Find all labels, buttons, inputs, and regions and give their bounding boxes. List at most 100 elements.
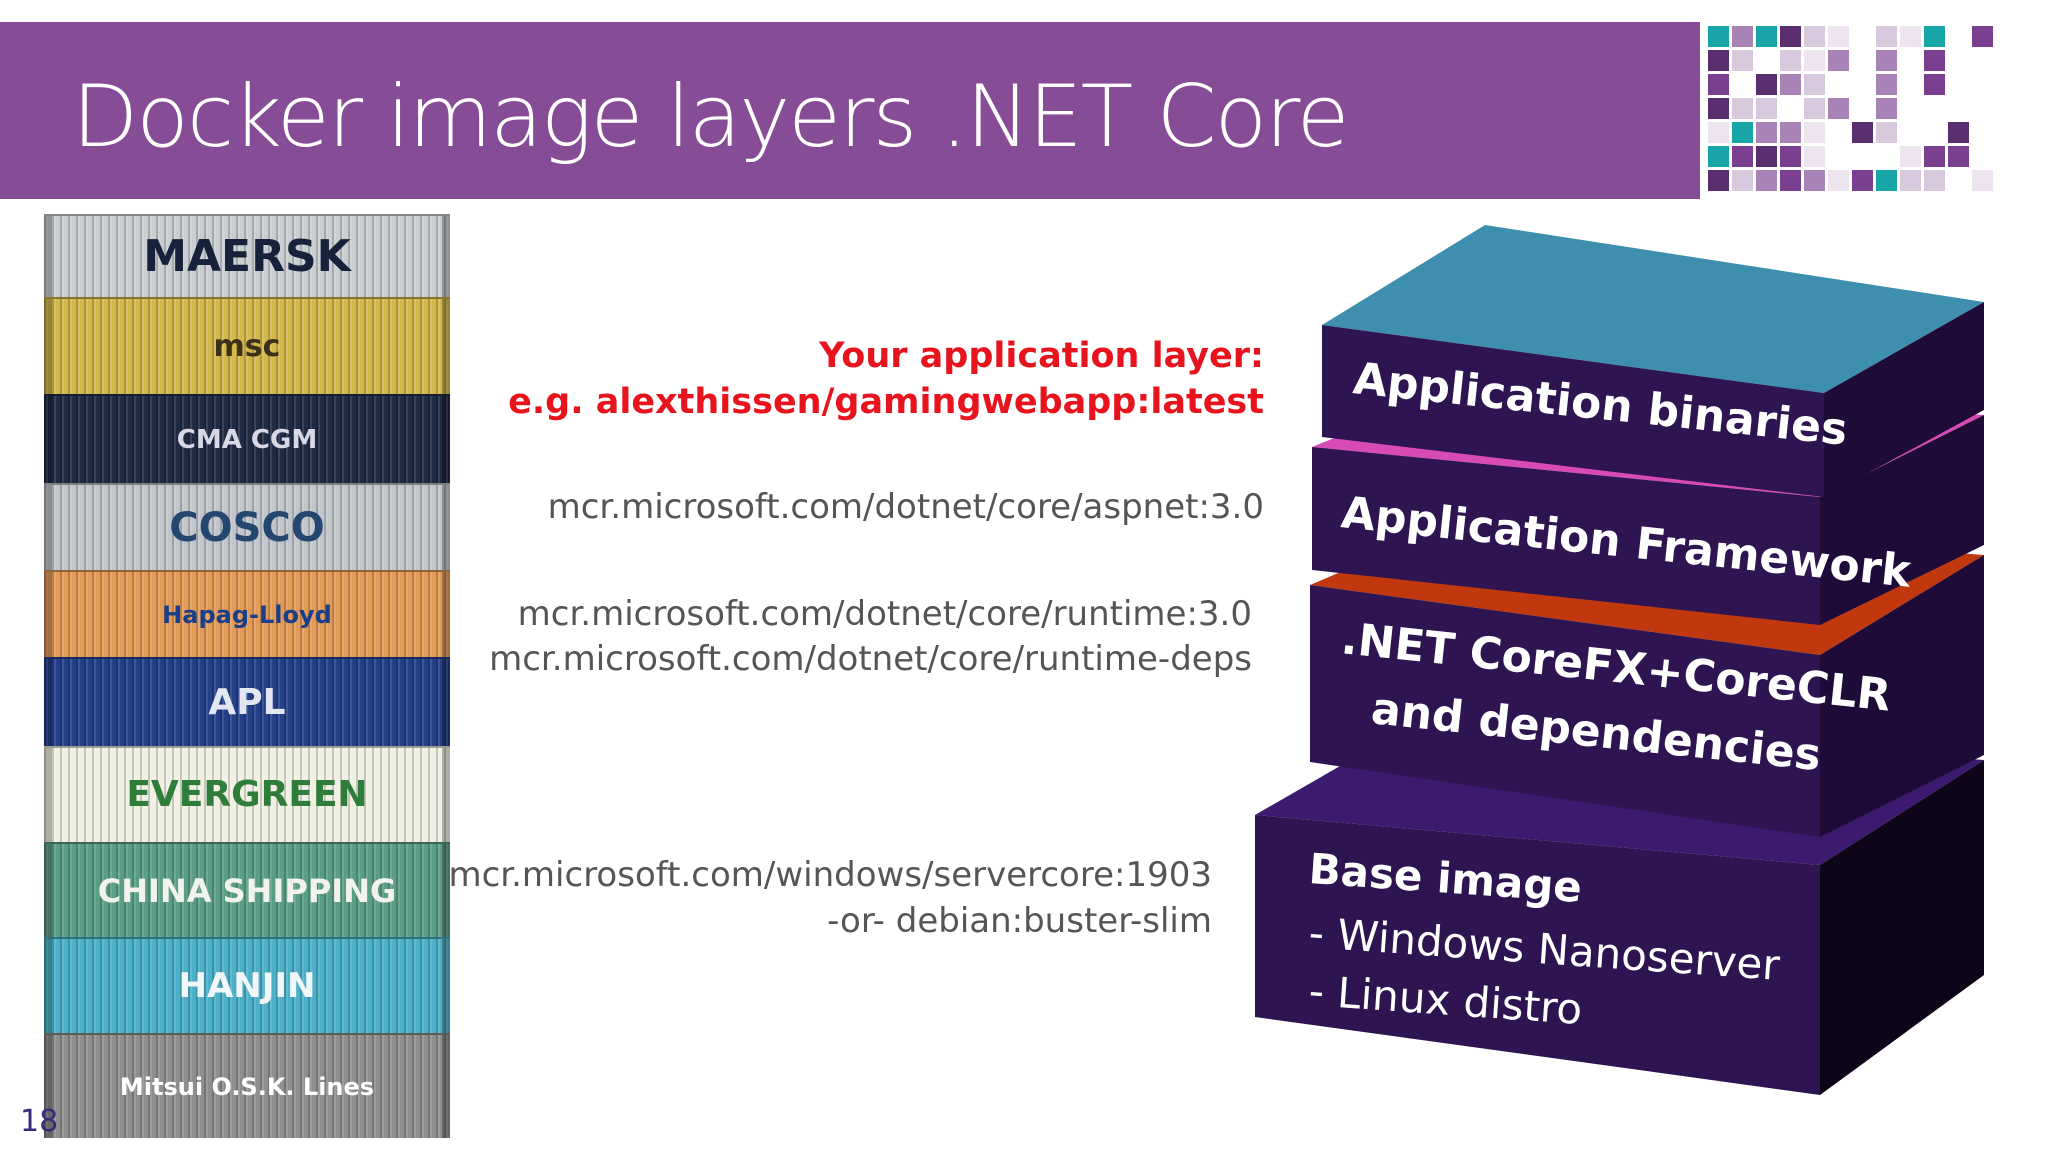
mosaic-pixel	[1780, 122, 1801, 143]
container-door-frame	[442, 659, 450, 746]
mosaic-pixel	[1756, 170, 1777, 191]
container-door-frame	[442, 299, 450, 394]
app-layer-label-line1: Your application layer:	[819, 336, 1264, 376]
mosaic-pixel	[1804, 74, 1825, 95]
container-ribbing	[44, 299, 450, 394]
mosaic-pixel	[1828, 170, 1849, 191]
mosaic-pixel	[1804, 122, 1825, 143]
container-brand-label: CHINA SHIPPING	[97, 871, 397, 910]
title-banner: Docker image layers .NET Core	[0, 22, 1700, 199]
mosaic-pixel	[1876, 50, 1897, 71]
container-brand-label: Mitsui O.S.K. Lines	[119, 1072, 375, 1101]
mosaic-pixel	[1732, 50, 1753, 71]
container-ribbing	[44, 572, 450, 657]
mosaic-pixel	[1948, 146, 1969, 167]
mosaic-pixel	[1876, 98, 1897, 119]
container-door-frame	[44, 1035, 52, 1138]
shipping-container: CMA CGM	[44, 394, 450, 483]
mosaic-pixel	[1780, 74, 1801, 95]
mosaic-pixel	[1708, 50, 1729, 71]
mosaic-pixel	[1732, 26, 1753, 47]
binaries-layer-side	[1824, 302, 1984, 497]
container-door-frame	[44, 572, 52, 657]
container-ribbing	[44, 396, 450, 483]
mosaic-pixel	[1876, 122, 1897, 143]
pixel-mosaic-decoration	[1708, 26, 1993, 191]
servercore-image-label: mcr.microsoft.com/windows/servercore:190…	[448, 855, 1212, 895]
runtime-deps-image-label: mcr.microsoft.com/dotnet/core/runtime-de…	[489, 639, 1252, 679]
mosaic-pixel	[1708, 170, 1729, 191]
shipping-container: EVERGREEN	[44, 746, 450, 842]
mosaic-pixel	[1924, 170, 1945, 191]
framework-layer-side	[1820, 415, 1984, 625]
mosaic-pixel	[1876, 26, 1897, 47]
mosaic-pixel	[1780, 26, 1801, 47]
mosaic-pixel	[1900, 170, 1921, 191]
container-brand-label: msc	[213, 328, 281, 364]
container-door-frame	[442, 1035, 450, 1138]
aspnet-image-label: mcr.microsoft.com/dotnet/core/aspnet:3.0	[547, 487, 1264, 527]
mosaic-pixel	[1852, 170, 1873, 191]
container-ribbing	[44, 216, 450, 297]
shipping-container: HANJIN	[44, 937, 450, 1033]
mosaic-pixel	[1828, 98, 1849, 119]
container-ribbing	[44, 748, 450, 842]
binaries-layer-top	[1322, 225, 1984, 393]
container-brand-label: APL	[208, 681, 286, 723]
mosaic-pixel	[1756, 74, 1777, 95]
mosaic-pixel	[1804, 98, 1825, 119]
mosaic-pixel	[1780, 50, 1801, 71]
mosaic-pixel	[1756, 26, 1777, 47]
mosaic-pixel	[1828, 50, 1849, 71]
shipping-container: COSCO	[44, 483, 450, 570]
mosaic-pixel	[1972, 26, 1993, 47]
container-ribbing	[44, 1035, 450, 1138]
shipping-container: CHINA SHIPPING	[44, 842, 450, 937]
mosaic-pixel	[1756, 98, 1777, 119]
mosaic-pixel	[1756, 146, 1777, 167]
mosaic-pixel	[1708, 146, 1729, 167]
mosaic-pixel	[1924, 146, 1945, 167]
mosaic-pixel	[1732, 170, 1753, 191]
mosaic-pixel	[1828, 26, 1849, 47]
app-layer-label-line2: e.g. alexthissen/gamingwebapp:latest	[508, 382, 1264, 422]
container-brand-label: CMA CGM	[176, 424, 318, 455]
container-door-frame	[442, 572, 450, 657]
container-door-frame	[44, 939, 52, 1033]
mosaic-pixel	[1708, 98, 1729, 119]
mosaic-pixel	[1804, 50, 1825, 71]
container-door-frame	[44, 396, 52, 483]
shipping-container: msc	[44, 297, 450, 394]
container-door-frame	[44, 299, 52, 394]
mosaic-pixel	[1972, 170, 1993, 191]
mosaic-pixel	[1732, 122, 1753, 143]
container-brand-label: EVERGREEN	[126, 774, 368, 815]
corefx-layer-front	[1310, 585, 1820, 837]
mosaic-pixel	[1708, 74, 1729, 95]
mosaic-pixel	[1948, 122, 1969, 143]
mosaic-pixel	[1924, 26, 1945, 47]
container-door-frame	[44, 748, 52, 842]
mosaic-pixel	[1876, 74, 1897, 95]
mosaic-pixel	[1900, 146, 1921, 167]
mosaic-pixel	[1756, 122, 1777, 143]
base-layer-front	[1255, 815, 1820, 1095]
mosaic-pixel	[1804, 146, 1825, 167]
mosaic-pixel	[1732, 98, 1753, 119]
mosaic-pixel	[1780, 170, 1801, 191]
mosaic-pixel	[1732, 146, 1753, 167]
container-door-frame	[44, 659, 52, 746]
mosaic-pixel	[1804, 170, 1825, 191]
container-brand-label: COSCO	[169, 504, 325, 551]
runtime-image-label: mcr.microsoft.com/dotnet/core/runtime:3.…	[517, 594, 1252, 634]
mosaic-pixel	[1708, 122, 1729, 143]
container-door-frame	[442, 939, 450, 1033]
shipping-container: MAERSK	[44, 214, 450, 297]
mosaic-pixel	[1852, 122, 1873, 143]
framework-layer-front	[1312, 447, 1820, 625]
container-ribbing	[44, 485, 450, 570]
container-door-frame	[44, 216, 52, 297]
image-layer-stack-diagram: Base image - Windows Nanoserver - Linux …	[1255, 225, 1984, 1095]
